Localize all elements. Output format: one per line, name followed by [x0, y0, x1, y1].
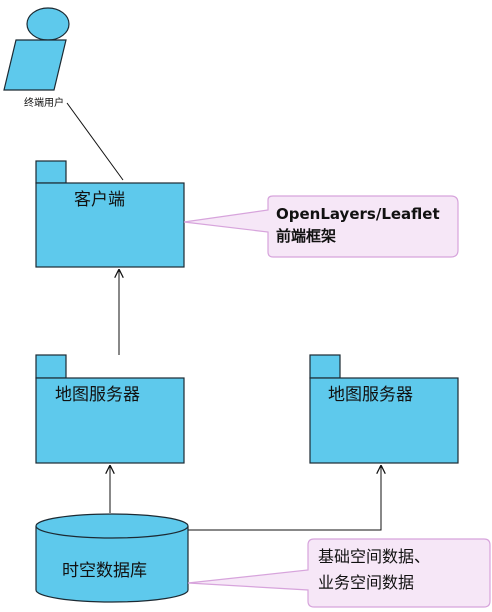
- frontend-note-line1: OpenLayers/Leaflet: [276, 205, 440, 223]
- client-package: [35, 160, 185, 268]
- actor-client-link: [66, 102, 124, 181]
- frontend-note-line2: 前端框架: [276, 227, 337, 245]
- db-to-right-server-arrow: [188, 466, 381, 531]
- actor-label: 终端用户: [24, 98, 64, 109]
- map-server-left-title: 地图服务器: [55, 385, 140, 405]
- data-note-line2: 业务空间数据: [318, 573, 415, 592]
- database-title: 时空数据库: [62, 561, 147, 581]
- data-note: [187, 538, 491, 608]
- data-note-line1: 基础空间数据、: [318, 547, 431, 566]
- client-package-title: 客户端: [74, 190, 125, 210]
- map-server-left-package: [35, 354, 185, 464]
- frontend-note: [183, 195, 459, 258]
- map-server-right-package: [309, 354, 459, 464]
- database-cylinder: [35, 513, 189, 603]
- actor-icon: [3, 7, 70, 91]
- map-server-right-title: 地图服务器: [328, 385, 413, 405]
